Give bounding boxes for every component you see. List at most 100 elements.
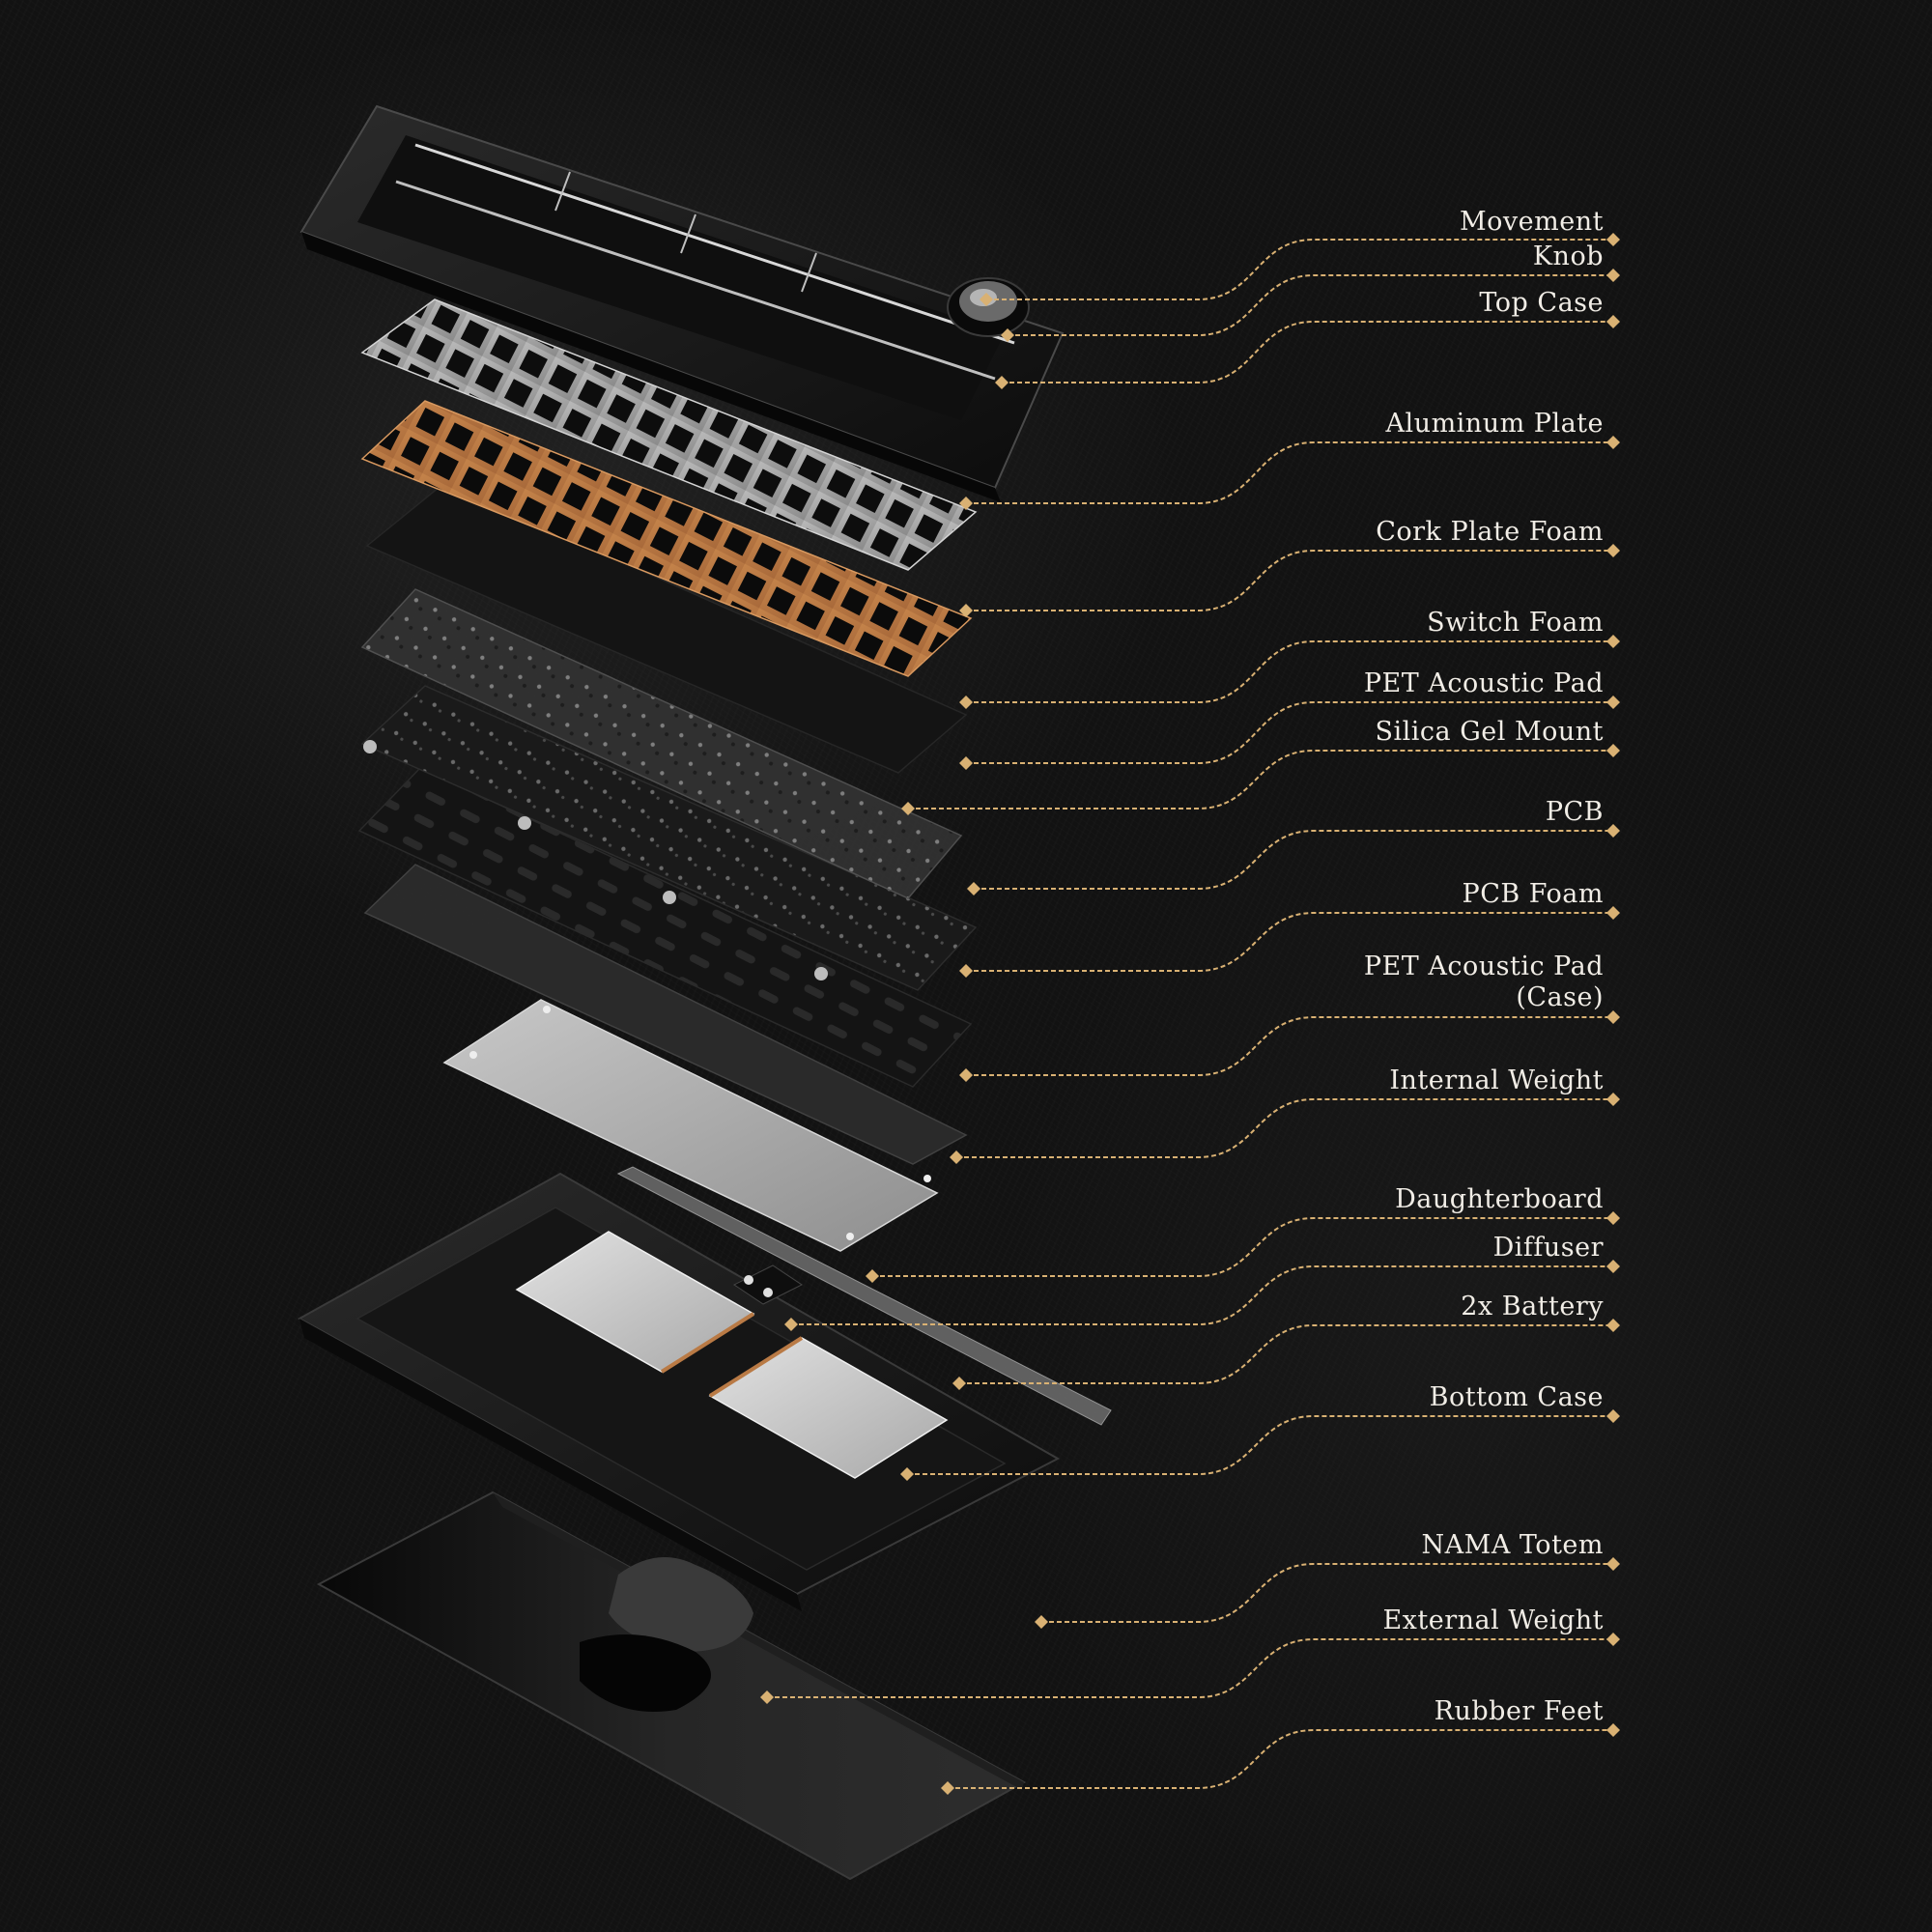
- nama-totem-shape: [609, 1557, 753, 1652]
- battery-pack: [515, 1231, 949, 1479]
- label-internal-weight: Internal Weight: [1389, 1065, 1604, 1096]
- label-text: PCB: [1545, 797, 1604, 827]
- bottom-case-layer: [297, 1166, 1112, 1611]
- leader-line-external-weight: [767, 1638, 1613, 1698]
- label-diamond-icon: [1606, 1723, 1620, 1737]
- leader-line-movement: [986, 239, 1613, 300]
- label-top-case: Top Case: [1479, 288, 1604, 319]
- anchor-diamond-icon: [941, 1781, 954, 1795]
- leader-line-switch-foam: [966, 640, 1613, 703]
- leader-line-pcb-foam: [966, 912, 1613, 972]
- pcb-foam-layer: [357, 767, 973, 1088]
- leader-line-silica-gel-mount: [908, 750, 1613, 810]
- label-text: Switch Foam: [1427, 608, 1604, 638]
- label-text: PET Acoustic Pad: [1363, 668, 1604, 698]
- label-diffuser: Diffuser: [1493, 1233, 1604, 1264]
- leader-line-pet-acoustic-pad: [966, 701, 1613, 764]
- anchor-diamond-icon: [959, 497, 973, 510]
- label-diamond-icon: [1606, 1260, 1620, 1273]
- label-silica-gel-mount: Silica Gel Mount: [1376, 717, 1605, 748]
- label-bottom-case: Bottom Case: [1430, 1382, 1604, 1413]
- label-text: Diffuser: [1492, 1233, 1604, 1263]
- anchor-diamond-icon: [901, 802, 915, 815]
- anchor-diamond-icon: [959, 604, 973, 617]
- anchor-diamond-icon: [959, 964, 973, 978]
- anchor-diamond-icon: [1001, 328, 1014, 342]
- anchor-diamond-icon: [995, 376, 1009, 389]
- leader-line-bottom-case: [907, 1415, 1613, 1475]
- label-diamond-icon: [1606, 1633, 1620, 1646]
- label-diamond-icon: [1606, 906, 1620, 920]
- label-diamond-icon: [1606, 1557, 1620, 1571]
- label-aluminum-plate: Aluminum Plate: [1386, 409, 1604, 440]
- pet-acoustic-pad-layer: [360, 588, 963, 899]
- leader-line-pet-acoustic-pad-case: [966, 1016, 1613, 1076]
- anchor-diamond-icon: [967, 882, 980, 895]
- top-case-layer: [299, 104, 1065, 502]
- label-diamond-icon: [1606, 1211, 1620, 1225]
- label-text: PCB Foam: [1462, 879, 1604, 909]
- label-diamond-icon: [1606, 544, 1620, 557]
- leader-line-nama-totem: [1041, 1563, 1613, 1623]
- label-diamond-icon: [1606, 1093, 1620, 1106]
- label-diamond-icon: [1606, 436, 1620, 449]
- leader-line-2x-battery: [959, 1324, 1613, 1384]
- pcb-layer: [360, 685, 978, 991]
- label-text: PET Acoustic Pad: [1363, 952, 1604, 981]
- leader-line-pcb: [974, 830, 1613, 890]
- label-text: Silica Gel Mount: [1375, 717, 1604, 747]
- label-text: Knob: [1532, 242, 1604, 271]
- leader-line-diffuser: [791, 1265, 1613, 1325]
- cork-plate-foam-layer: [360, 400, 973, 677]
- label-text: Bottom Case: [1429, 1382, 1604, 1412]
- anchor-diamond-icon: [980, 293, 993, 306]
- leader-line-rubber-feet: [948, 1729, 1613, 1789]
- label-external-weight: External Weight: [1382, 1605, 1604, 1636]
- label-daughterboard: Daughterboard: [1395, 1184, 1604, 1215]
- silica-gel-mount-part: [814, 967, 828, 980]
- leader-line-cork-plate-foam: [966, 550, 1613, 611]
- anchor-diamond-icon: [959, 756, 973, 770]
- label-pcb-foam: PCB Foam: [1463, 879, 1604, 910]
- label-text: External Weight: [1382, 1605, 1604, 1635]
- leader-lines: [760, 233, 1620, 1795]
- leader-line-top-case: [1002, 321, 1613, 384]
- label-text: NAMA Totem: [1421, 1530, 1604, 1560]
- anchor-diamond-icon: [1035, 1615, 1048, 1629]
- label-movement: Movement: [1460, 207, 1604, 238]
- label-text: Internal Weight: [1389, 1065, 1604, 1095]
- label-switch-foam: Switch Foam: [1427, 608, 1604, 639]
- movement-knob-part: [947, 277, 1030, 337]
- label-diamond-icon: [1606, 696, 1620, 709]
- label-text: Cork Plate Foam: [1376, 517, 1604, 547]
- label-diamond-icon: [1606, 824, 1620, 838]
- daughterboard-part: [733, 1264, 803, 1305]
- anchor-diamond-icon: [866, 1269, 879, 1283]
- leader-line-internal-weight: [956, 1098, 1613, 1158]
- internal-weight-layer: [442, 999, 939, 1252]
- label-nama-totem: NAMA Totem: [1422, 1530, 1604, 1561]
- anchor-diamond-icon: [900, 1467, 914, 1481]
- label-pet-acoustic-pad-case: PET Acoustic Pad(Case): [1364, 952, 1604, 1013]
- label-diamond-icon: [1606, 269, 1620, 282]
- leader-line-aluminum-plate: [966, 441, 1613, 504]
- external-weight-layer: [316, 1491, 1027, 1881]
- leader-line-daughterboard: [872, 1217, 1613, 1277]
- label-pet-acoustic-pad: PET Acoustic Pad: [1364, 668, 1604, 699]
- label-diamond-icon: [1606, 1409, 1620, 1423]
- label-text: (Case): [1516, 982, 1604, 1012]
- anchor-diamond-icon: [784, 1318, 798, 1331]
- anchor-diamond-icon: [959, 696, 973, 709]
- label-diamond-icon: [1606, 1319, 1620, 1332]
- anchor-diamond-icon: [760, 1690, 774, 1704]
- switch-foam-layer: [365, 482, 968, 774]
- label-cork-plate-foam: Cork Plate Foam: [1376, 517, 1604, 548]
- label-pcb: PCB: [1546, 797, 1604, 828]
- leader-line-knob: [1008, 274, 1613, 336]
- pet-acoustic-pad-case-layer: [363, 864, 968, 1165]
- label-text: Daughterboard: [1395, 1184, 1604, 1214]
- label-diamond-icon: [1606, 233, 1620, 246]
- label-diamond-icon: [1606, 635, 1620, 648]
